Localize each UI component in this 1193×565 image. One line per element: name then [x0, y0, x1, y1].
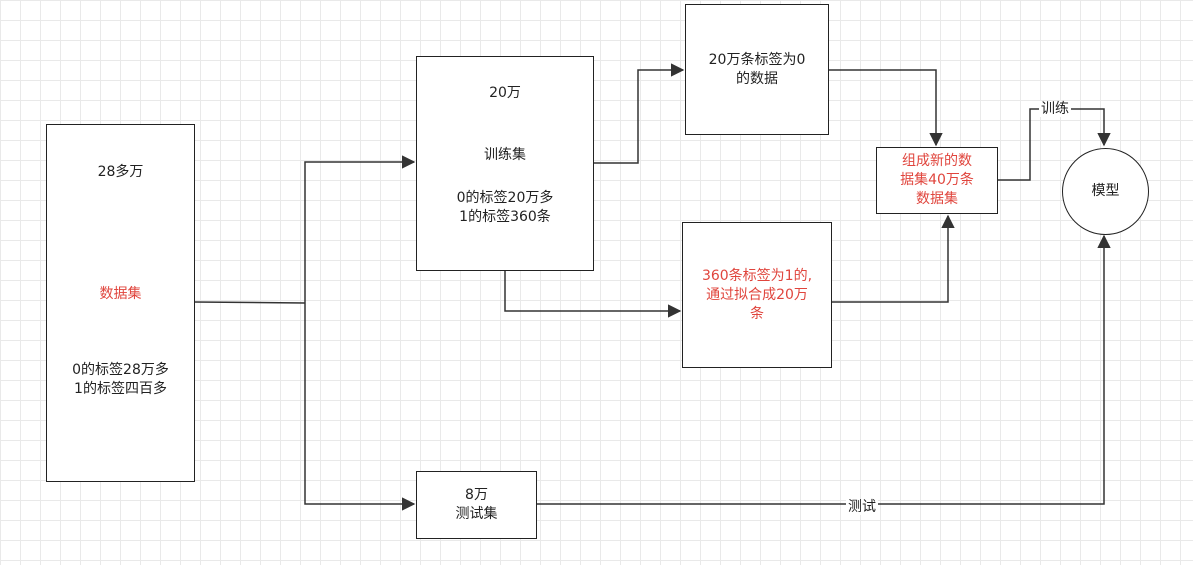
label1-node[interactable]: 360条标签为1的, 通过拟合成20万 条	[682, 222, 832, 368]
edge-label1-to-combined	[832, 214, 955, 303]
dataset-node[interactable]: 28多万 数据集 0的标签28万多 1的标签四百多	[46, 124, 195, 482]
edge-label-test: 测试	[846, 499, 878, 515]
combined-line1: 组成新的数	[902, 153, 972, 169]
test-node[interactable]: 8万 测试集	[416, 471, 537, 539]
label1-line3: 条	[750, 305, 764, 322]
edge-trunk-to-test	[304, 303, 416, 511]
train-label1-count: 1的标签360条	[459, 209, 551, 225]
dataset-size: 28多万	[97, 164, 144, 180]
test-size: 8万	[465, 487, 488, 503]
dataset-name: 数据集	[99, 286, 142, 302]
combined-node[interactable]: 组成新的数 据集40万条 数据集	[876, 147, 998, 214]
label1-line2: 通过拟合成20万	[706, 286, 808, 303]
train-label0-count: 0的标签20万多	[456, 190, 554, 206]
train-name: 训练集	[484, 147, 526, 163]
edge-dataset-to-trunk	[193, 301, 306, 304]
train-node[interactable]: 20万 训练集 0的标签20万多 1的标签360条	[416, 56, 594, 271]
model-name: 模型	[1091, 183, 1120, 199]
edge-trunk-to-train	[304, 155, 416, 303]
edge-label-train: 训练	[1039, 101, 1071, 117]
edge-train-to-label1	[504, 271, 682, 318]
combined-line3: 数据集	[916, 191, 958, 207]
edge-train-to-label0	[594, 63, 685, 164]
dataset-label1-count: 1的标签四百多	[74, 381, 167, 397]
edge-test-to-model	[537, 234, 1111, 505]
train-size: 20万	[489, 85, 521, 101]
model-node[interactable]: 模型	[1062, 148, 1149, 235]
test-name: 测试集	[455, 506, 498, 522]
edge-combined-to-model	[998, 108, 1111, 181]
label0-line2: 的数据	[736, 71, 778, 87]
label0-node[interactable]: 20万条标签为0 的数据	[685, 4, 829, 135]
combined-line2: 据集40万条	[900, 172, 974, 188]
edge-label0-to-combined	[829, 69, 943, 147]
label1-line1: 360条标签为1的,	[701, 267, 813, 284]
dataset-label0-count: 0的标签28万多	[72, 362, 169, 378]
label0-line1: 20万条标签为0	[708, 52, 806, 68]
